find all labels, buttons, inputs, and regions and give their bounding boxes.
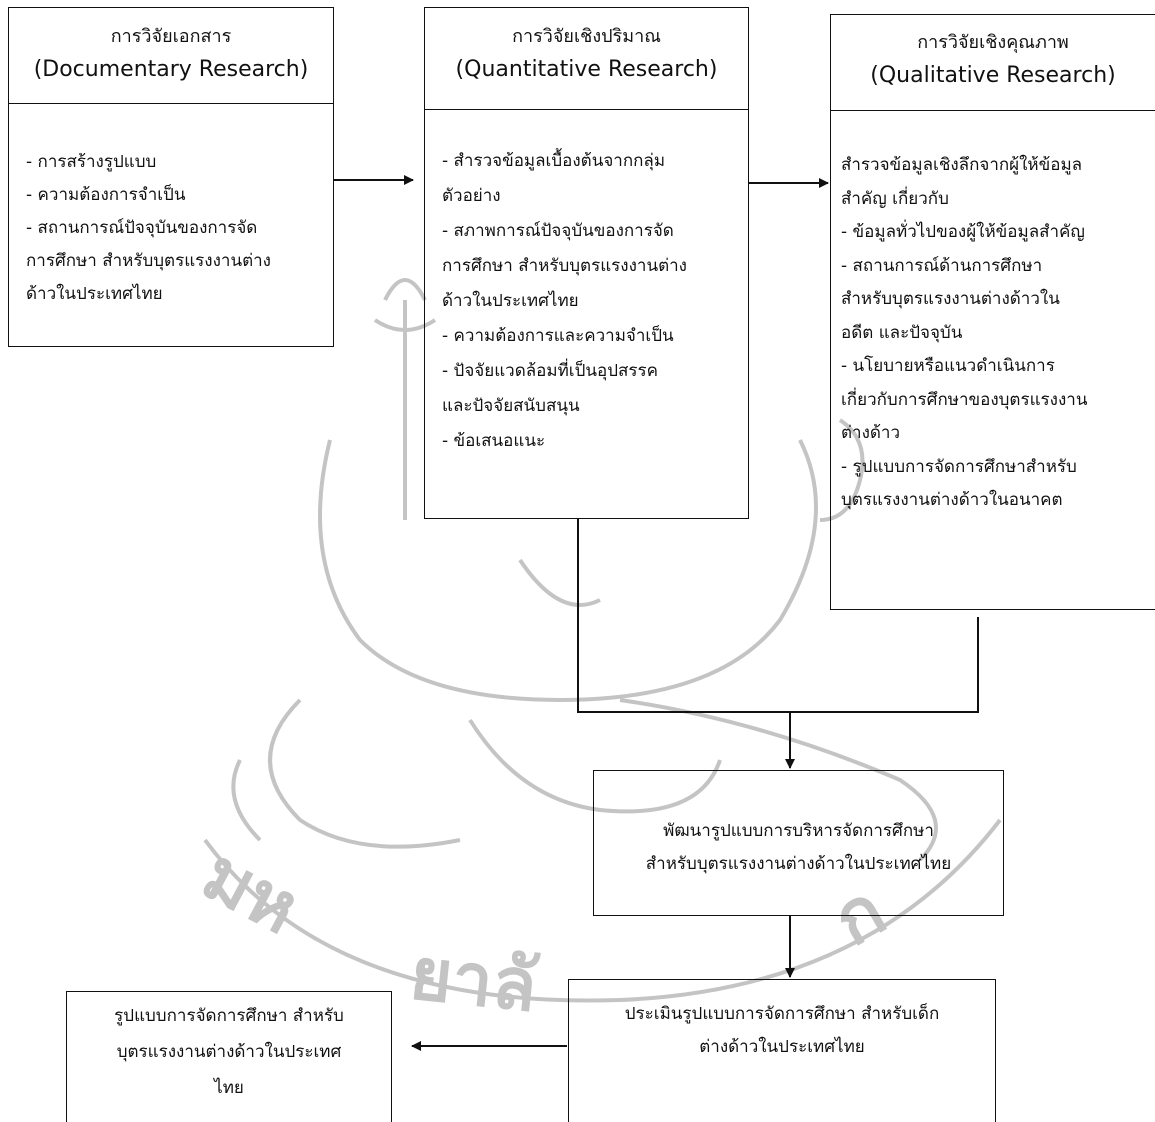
list-item: ด้าวในประเทศไทย — [442, 291, 579, 311]
qualitative-item-list: สำรวจข้อมูลเชิงลึกจากผู้ให้ข้อมูล สำคัญ … — [841, 149, 1087, 518]
list-item: - ข้อมูลทั่วไปของผู้ให้ข้อมูลสำคัญ — [841, 222, 1085, 242]
qualitative-divider — [831, 110, 1155, 111]
evaluate-line-1: ประเมินรูปแบบการจัดการศึกษา สำหรับเด็ก — [624, 1004, 940, 1024]
list-item: ต่างด้าว — [841, 423, 901, 443]
line-quantitative-down — [577, 519, 979, 713]
qualitative-title-en: (Qualitative Research) — [870, 63, 1116, 88]
list-item: และปัจจัยสนับสนุน — [442, 396, 580, 416]
list-item: เกี่ยวกับการศึกษาของบุตรแรงงาน — [841, 389, 1088, 410]
list-item: - สำรวจข้อมูลเบื้องต้นจากกลุ่ม — [442, 151, 666, 171]
list-item: - นโยบายหรือแนวดำเนินการ — [841, 356, 1055, 376]
documentary-item-list: - การสร้างรูปแบบ - ความต้องการจำเป็น - ส… — [26, 146, 271, 311]
develop-line-1: พัฒนารูปแบบการบริหารจัดการศึกษา — [663, 821, 934, 841]
documentary-research-box: การวิจัยเอกสาร (Documentary Research) - … — [8, 7, 334, 347]
qualitative-title-th: การวิจัยเชิงคุณภาพ — [917, 32, 1069, 53]
list-item: - ข้อเสนอแนะ — [442, 431, 546, 451]
list-item: การศึกษา สำหรับบุตรแรงงานต่าง — [26, 251, 271, 271]
develop-line-2: สำหรับบุตรแรงงานต่างด้าวในประเทศไทย — [645, 854, 952, 874]
list-item: - สถานการณ์ปัจจุบันของการจัด — [26, 218, 258, 238]
list-item: - ปัจจัยแวดล้อมที่เป็นอุปสรรค — [442, 361, 659, 381]
qualitative-research-box: การวิจัยเชิงคุณภาพ (Qualitative Research… — [830, 14, 1155, 610]
develop-model-box: พัฒนารูปแบบการบริหารจัดการศึกษา สำหรับบุ… — [593, 770, 1004, 916]
list-item: ตัวอย่าง — [442, 186, 501, 206]
quantitative-title-th: การวิจัยเชิงปริมาณ — [512, 26, 661, 47]
list-item: สำรวจข้อมูลเชิงลึกจากผู้ให้ข้อมูล — [841, 155, 1083, 175]
list-item: สำคัญ เกี่ยวกับ — [841, 188, 949, 209]
list-item: สำหรับบุตรแรงงานต่างด้าวใน — [841, 289, 1060, 309]
list-item: การศึกษา สำหรับบุตรแรงงานต่าง — [442, 256, 687, 276]
documentary-divider — [9, 103, 333, 104]
list-item: อดีต และปัจจุบัน — [841, 322, 963, 343]
list-item: - สภาพการณ์ปัจจุบันของการจัด — [442, 221, 674, 241]
quantitative-title-en: (Quantitative Research) — [455, 57, 718, 82]
evaluate-line-2: ต่างด้าวในประเทศไทย — [699, 1037, 865, 1057]
list-item: บุตรแรงงานต่างด้าวในอนาคต — [841, 490, 1063, 510]
list-item: - การสร้างรูปแบบ — [26, 152, 157, 172]
list-item: - ความต้องการจำเป็น — [26, 185, 186, 205]
result-model-box: รูปแบบการจัดการศึกษา สำหรับ บุตรแรงงานต่… — [66, 991, 392, 1122]
documentary-title-th: การวิจัยเอกสาร — [110, 26, 232, 47]
list-item: - รูปแบบการจัดการศึกษาสำหรับ — [841, 456, 1077, 477]
list-item: - ความต้องการและความจำเป็น — [442, 326, 674, 346]
quantitative-item-list: - สำรวจข้อมูลเบื้องต้นจากกลุ่ม ตัวอย่าง … — [442, 144, 687, 459]
documentary-title-en: (Documentary Research) — [33, 57, 309, 82]
result-line-1: รูปแบบการจัดการศึกษา สำหรับ — [114, 1006, 344, 1026]
result-line-3: ไทย — [214, 1078, 244, 1098]
list-item: - สถานการณ์ด้านการศึกษา — [841, 255, 1043, 276]
quantitative-divider — [425, 109, 748, 110]
quantitative-research-box: การวิจัยเชิงปริมาณ (Quantitative Researc… — [424, 7, 749, 519]
list-item: ด้าวในประเทศไทย — [26, 284, 163, 304]
result-line-2: บุตรแรงงานต่างด้าวในประเทศ — [116, 1042, 342, 1062]
evaluate-model-box: ประเมินรูปแบบการจัดการศึกษา สำหรับเด็ก ต… — [568, 979, 996, 1122]
